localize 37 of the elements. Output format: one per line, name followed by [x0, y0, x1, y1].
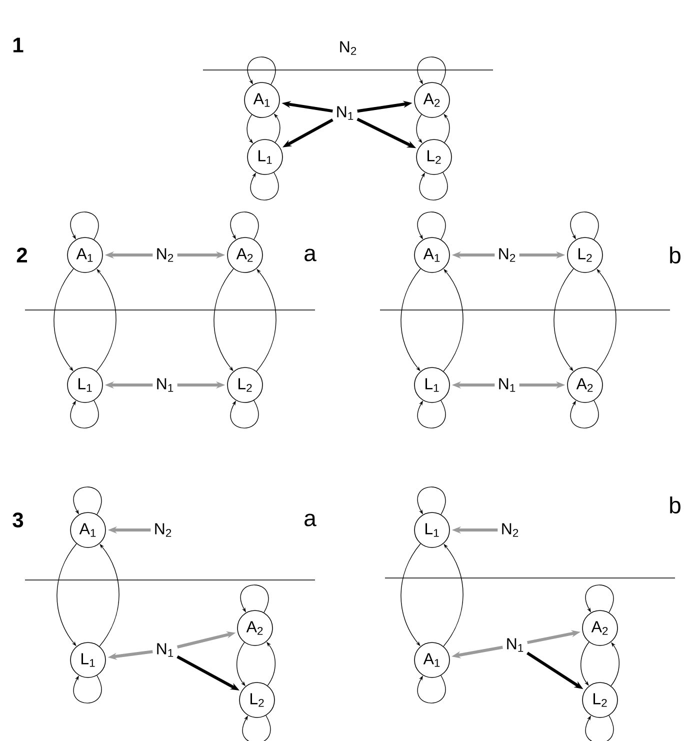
self-loop-arrow	[73, 675, 102, 704]
node-label: N$_{2}$	[502, 523, 518, 537]
node-label: N$_{1}$	[507, 638, 524, 652]
panel-letter: b	[670, 496, 680, 514]
self-loop-arrow	[230, 212, 259, 240]
axis-label: N$_{2}$	[340, 41, 356, 55]
self-loop-arrow	[417, 675, 446, 704]
self-loop-arrow	[247, 56, 276, 85]
node-label: N$_{2}$	[499, 248, 516, 262]
panel-letter: a	[304, 248, 316, 262]
self-loop-arrow	[70, 400, 99, 428]
panel-number: 1	[13, 38, 24, 52]
node-label: N$_{1}$	[157, 378, 174, 392]
self-loop-arrow	[570, 212, 599, 240]
self-loop-arrow	[585, 715, 614, 741]
self-loop-arrow	[250, 172, 279, 200]
panel-number: 3	[12, 512, 24, 528]
self-loop-arrow	[242, 715, 271, 741]
self-loop-arrow	[417, 486, 446, 515]
node-label: N$_{1}$	[337, 106, 354, 120]
node-label: N$_{2}$	[157, 248, 174, 262]
panel-letter: b	[670, 246, 680, 264]
self-loop-arrow	[70, 212, 99, 240]
self-loop-arrow	[419, 172, 448, 200]
self-loop-arrow	[585, 584, 614, 613]
self-loop-arrow	[417, 56, 446, 85]
self-loop-arrow	[73, 486, 102, 515]
self-loop-arrow	[417, 212, 446, 240]
self-loop-arrow	[417, 400, 446, 428]
self-loop-arrow	[230, 400, 259, 428]
panel-number: 2	[16, 248, 27, 262]
self-loop-arrow	[570, 400, 599, 428]
node-label: N$_{1}$	[157, 643, 174, 657]
self-loop-arrow	[240, 584, 269, 613]
node-label: N$_{1}$	[499, 378, 516, 392]
panel-letter: a	[304, 514, 316, 526]
node-label: N$_{2}$	[155, 523, 172, 537]
